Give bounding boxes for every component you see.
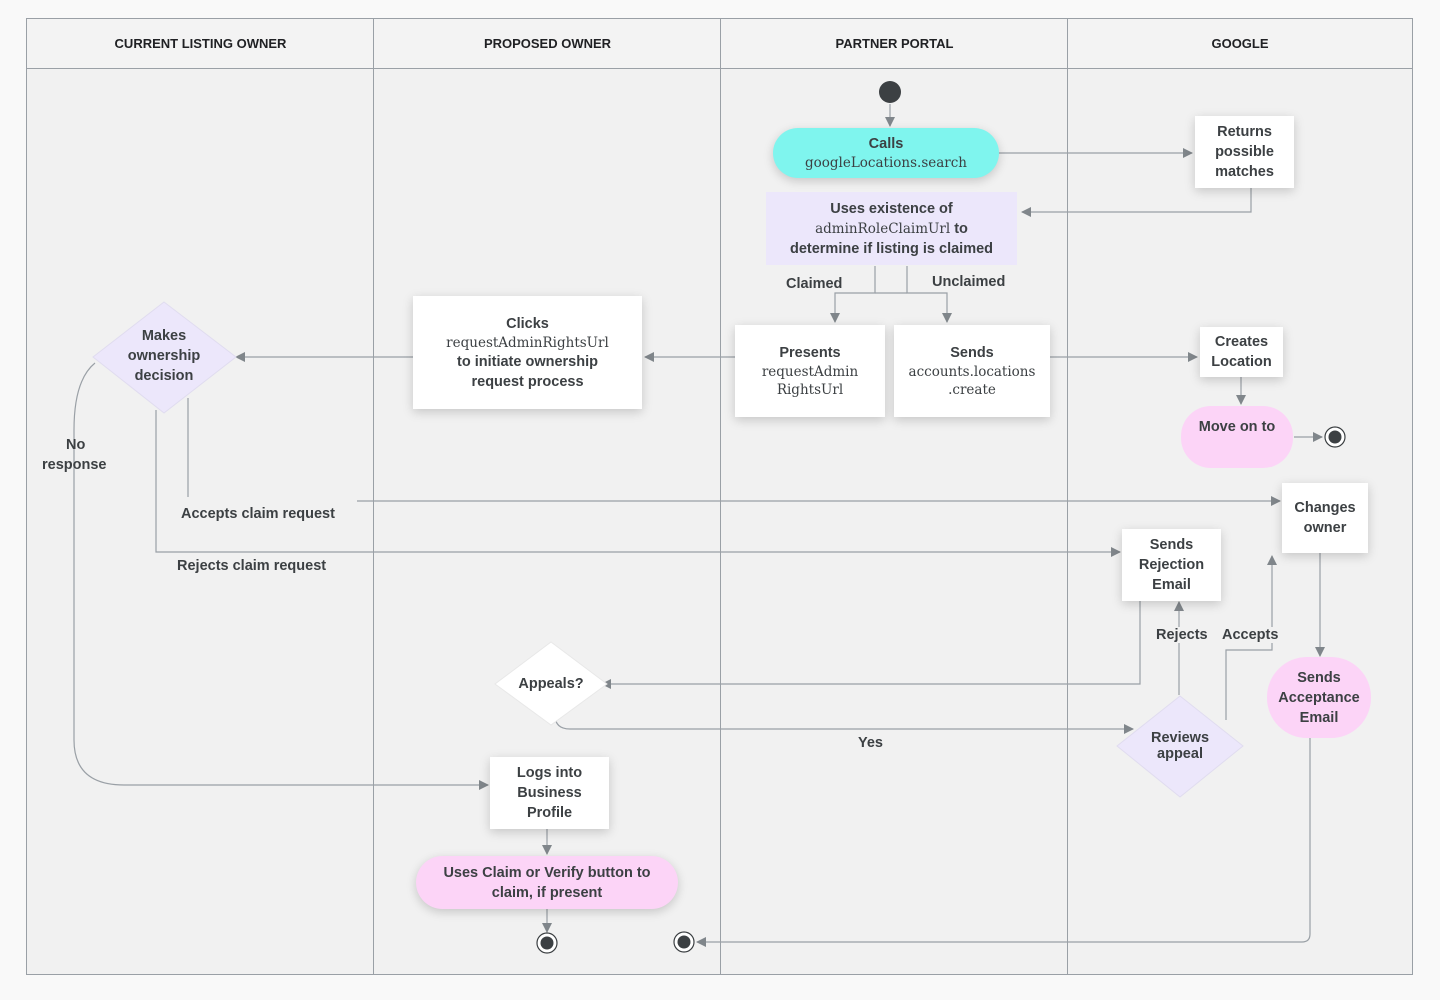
- node-text: possible: [1215, 144, 1274, 160]
- node-text: Move on to: [1198, 419, 1276, 435]
- node-calls-search: Calls googleLocations.search: [773, 128, 999, 178]
- diamond-appeals: [494, 641, 608, 726]
- node-code: RightsUrl: [776, 382, 844, 398]
- node-sends-create: Sends accounts.locations .create: [894, 325, 1050, 417]
- node-move-on: Move on to: [1181, 406, 1293, 468]
- edge-label-no-response: No: [66, 437, 86, 453]
- edge-acceptance-to-end: [696, 738, 1311, 947]
- node-text: Sends: [1297, 669, 1341, 686]
- node-code: .create: [948, 382, 996, 398]
- node-sends-acceptance: Sends Acceptance Email: [1267, 657, 1371, 738]
- lane-current-listing-owner: CURRENT LISTING OWNER: [27, 19, 374, 974]
- node-presents: Presents requestAdmin RightsUrl: [735, 325, 885, 417]
- node-reviews-appeal: Reviews appeal: [1132, 726, 1228, 766]
- edge-reviews-accepts: [1225, 555, 1277, 720]
- edge-uses-branch: [830, 266, 876, 323]
- node-text: Uses existence of: [830, 200, 953, 217]
- node-uses-existence: Uses existence of adminRoleClaimUrl to d…: [766, 192, 1017, 265]
- node-code: adminRoleClaimUrl: [815, 220, 951, 237]
- edge-label-accepts: Accepts: [1220, 627, 1281, 643]
- node-text: Email: [1299, 709, 1339, 726]
- lane-title: PROPOSED OWNER: [374, 19, 721, 69]
- node-text: to initiate ownership: [457, 353, 598, 370]
- node-appeals: Appeals?: [505, 674, 597, 694]
- start-node: [879, 81, 901, 103]
- edge-rejection-to-appeals: [601, 600, 1141, 689]
- node-code: accounts.locations: [908, 364, 1036, 380]
- node-text: Presents: [779, 345, 841, 361]
- node-makes-decision: Makes ownership decision: [104, 326, 224, 386]
- node-text: decision: [134, 368, 194, 384]
- node-text: Sends: [950, 345, 994, 361]
- node-text: ownership: [127, 348, 201, 364]
- node-logs-into: Logs into Business Profile: [490, 757, 609, 829]
- node-creates-location: Creates Location: [1200, 327, 1283, 377]
- end-node: [1324, 426, 1346, 448]
- edge-label-rejects: Rejects: [1154, 627, 1210, 643]
- edge-rejects-claim: [155, 410, 1121, 557]
- node-uses-claim: Uses Claim or Verify button to claim, if…: [416, 856, 678, 909]
- node-text: Calls: [868, 136, 904, 152]
- node-text: Profile: [526, 805, 573, 821]
- node-code: googleLocations.search: [804, 155, 967, 171]
- node-text: Creates: [1214, 334, 1269, 350]
- edge-label-claimed: Claimed: [784, 276, 845, 292]
- node-returns-matches: Returns possible matches: [1195, 116, 1294, 188]
- node-text: Clicks: [506, 315, 549, 332]
- end-node: [673, 931, 695, 953]
- node-text: claim, if present: [491, 884, 603, 901]
- node-text: Rejection: [1138, 557, 1205, 573]
- node-text: Business: [517, 785, 582, 801]
- lane-title: PARTNER PORTAL: [721, 19, 1068, 69]
- lane-title: CURRENT LISTING OWNER: [27, 19, 374, 69]
- node-text: appeal: [1157, 746, 1203, 762]
- edge-label-unclaimed: Unclaimed: [930, 274, 1008, 290]
- node-code: requestAdmin: [761, 364, 859, 380]
- lane-title: GOOGLE: [1068, 19, 1412, 69]
- node-clicks-request: Clicks requestAdminRightsUrl to initiate…: [413, 296, 642, 409]
- edge-no-response: [73, 362, 489, 790]
- node-text: Uses Claim or Verify button to: [443, 864, 651, 881]
- end-node: [536, 932, 558, 954]
- diamond-reviews-appeal: [1116, 695, 1244, 798]
- node-code: requestAdminRightsUrl: [446, 334, 609, 351]
- diamond-makes-decision: [92, 301, 237, 414]
- node-text: Logs into: [516, 765, 583, 781]
- node-text: Returns: [1217, 124, 1272, 140]
- edge-label-accepts-claim: Accepts claim request: [179, 506, 337, 522]
- node-sends-rejection: Sends Rejection Email: [1122, 529, 1221, 601]
- node-text: Sends: [1149, 537, 1194, 553]
- node-changes-owner: Changes owner: [1282, 483, 1368, 553]
- node-text: request process: [471, 373, 584, 390]
- node-text: determine if listing is claimed: [789, 240, 994, 257]
- node-text-line: adminRoleClaimUrl to: [815, 219, 968, 239]
- node-text: Acceptance: [1278, 689, 1360, 706]
- edge-appeals-to-reviews: [554, 714, 1134, 734]
- node-text: owner: [1303, 520, 1347, 536]
- node-text: to: [950, 220, 968, 237]
- edge-returns-to-uses: [1021, 188, 1252, 217]
- node-text: Appeals?: [518, 676, 584, 692]
- node-text: Changes: [1294, 500, 1356, 516]
- edge-label-rejects-claim: Rejects claim request: [175, 558, 329, 574]
- node-text: Email: [1152, 577, 1191, 593]
- edge-label-no-response: response: [42, 457, 107, 473]
- edge-label-yes: Yes: [856, 735, 885, 751]
- node-text: Makes: [141, 328, 187, 344]
- node-text: Location: [1211, 354, 1272, 370]
- node-text: Reviews: [1150, 730, 1210, 746]
- lane-partner-portal: PARTNER PORTAL: [721, 19, 1068, 974]
- node-text: matches: [1215, 164, 1274, 180]
- edge-uses-unclaimed: [906, 266, 952, 323]
